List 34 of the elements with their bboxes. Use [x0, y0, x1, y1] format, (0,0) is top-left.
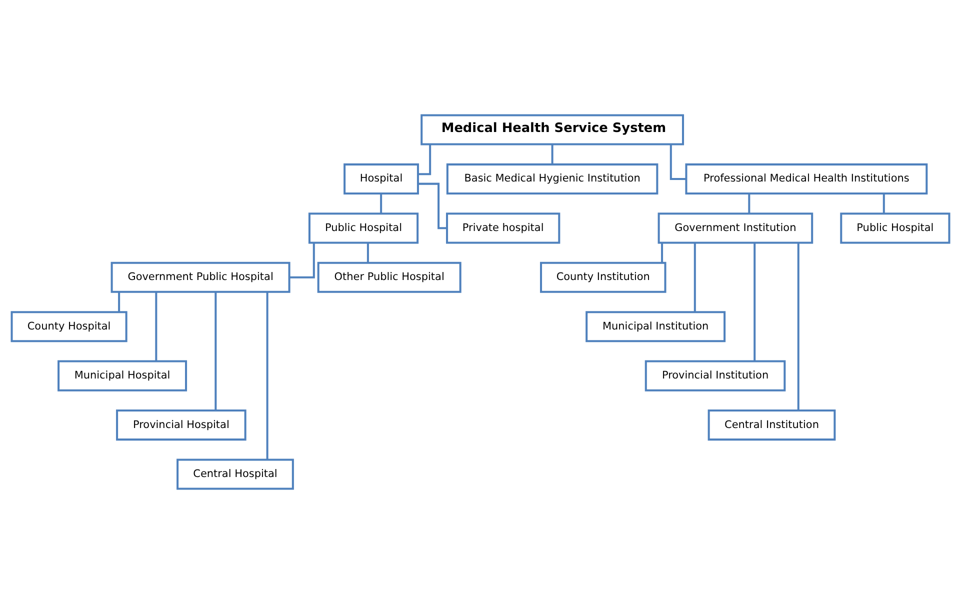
node-box: Central Institution [708, 410, 836, 441]
node-box: Private hospital [446, 212, 560, 244]
node-box: Basic Medical Hygienic Institution [446, 163, 658, 194]
node-box: Central Hospital [176, 458, 294, 490]
node-box: County Hospital [10, 311, 128, 342]
node-box: Medical Health Service System [420, 114, 684, 146]
node-box: Hospital [344, 163, 419, 194]
node-box: Professional Medical Health Institutions [685, 163, 928, 194]
connector [551, 144, 554, 164]
node-box: Public Hospital [308, 212, 419, 244]
node-box: Government Public Hospital [110, 262, 290, 293]
node-box: Other Public Hospital [317, 262, 462, 293]
node-box: Municipal Hospital [58, 360, 188, 392]
node-box: Public Hospital [840, 212, 950, 244]
connector [366, 242, 369, 263]
connector [418, 144, 432, 176]
connector [882, 194, 885, 214]
connector [266, 292, 268, 460]
connector [748, 194, 750, 214]
connector [694, 242, 696, 312]
connector [418, 182, 447, 230]
node-box: Municipal Institution [586, 311, 726, 342]
node-box: Provincial Hospital [116, 410, 246, 441]
connector [155, 292, 158, 362]
connector [289, 242, 315, 278]
connector [797, 242, 800, 410]
connector [661, 242, 664, 263]
node-box: Government Institution [658, 212, 814, 244]
connector [754, 242, 756, 362]
connector [380, 194, 382, 214]
connector [118, 292, 120, 312]
node-box: County Institution [540, 262, 666, 293]
connector [214, 292, 217, 410]
node-box: Provincial Institution [644, 360, 786, 392]
